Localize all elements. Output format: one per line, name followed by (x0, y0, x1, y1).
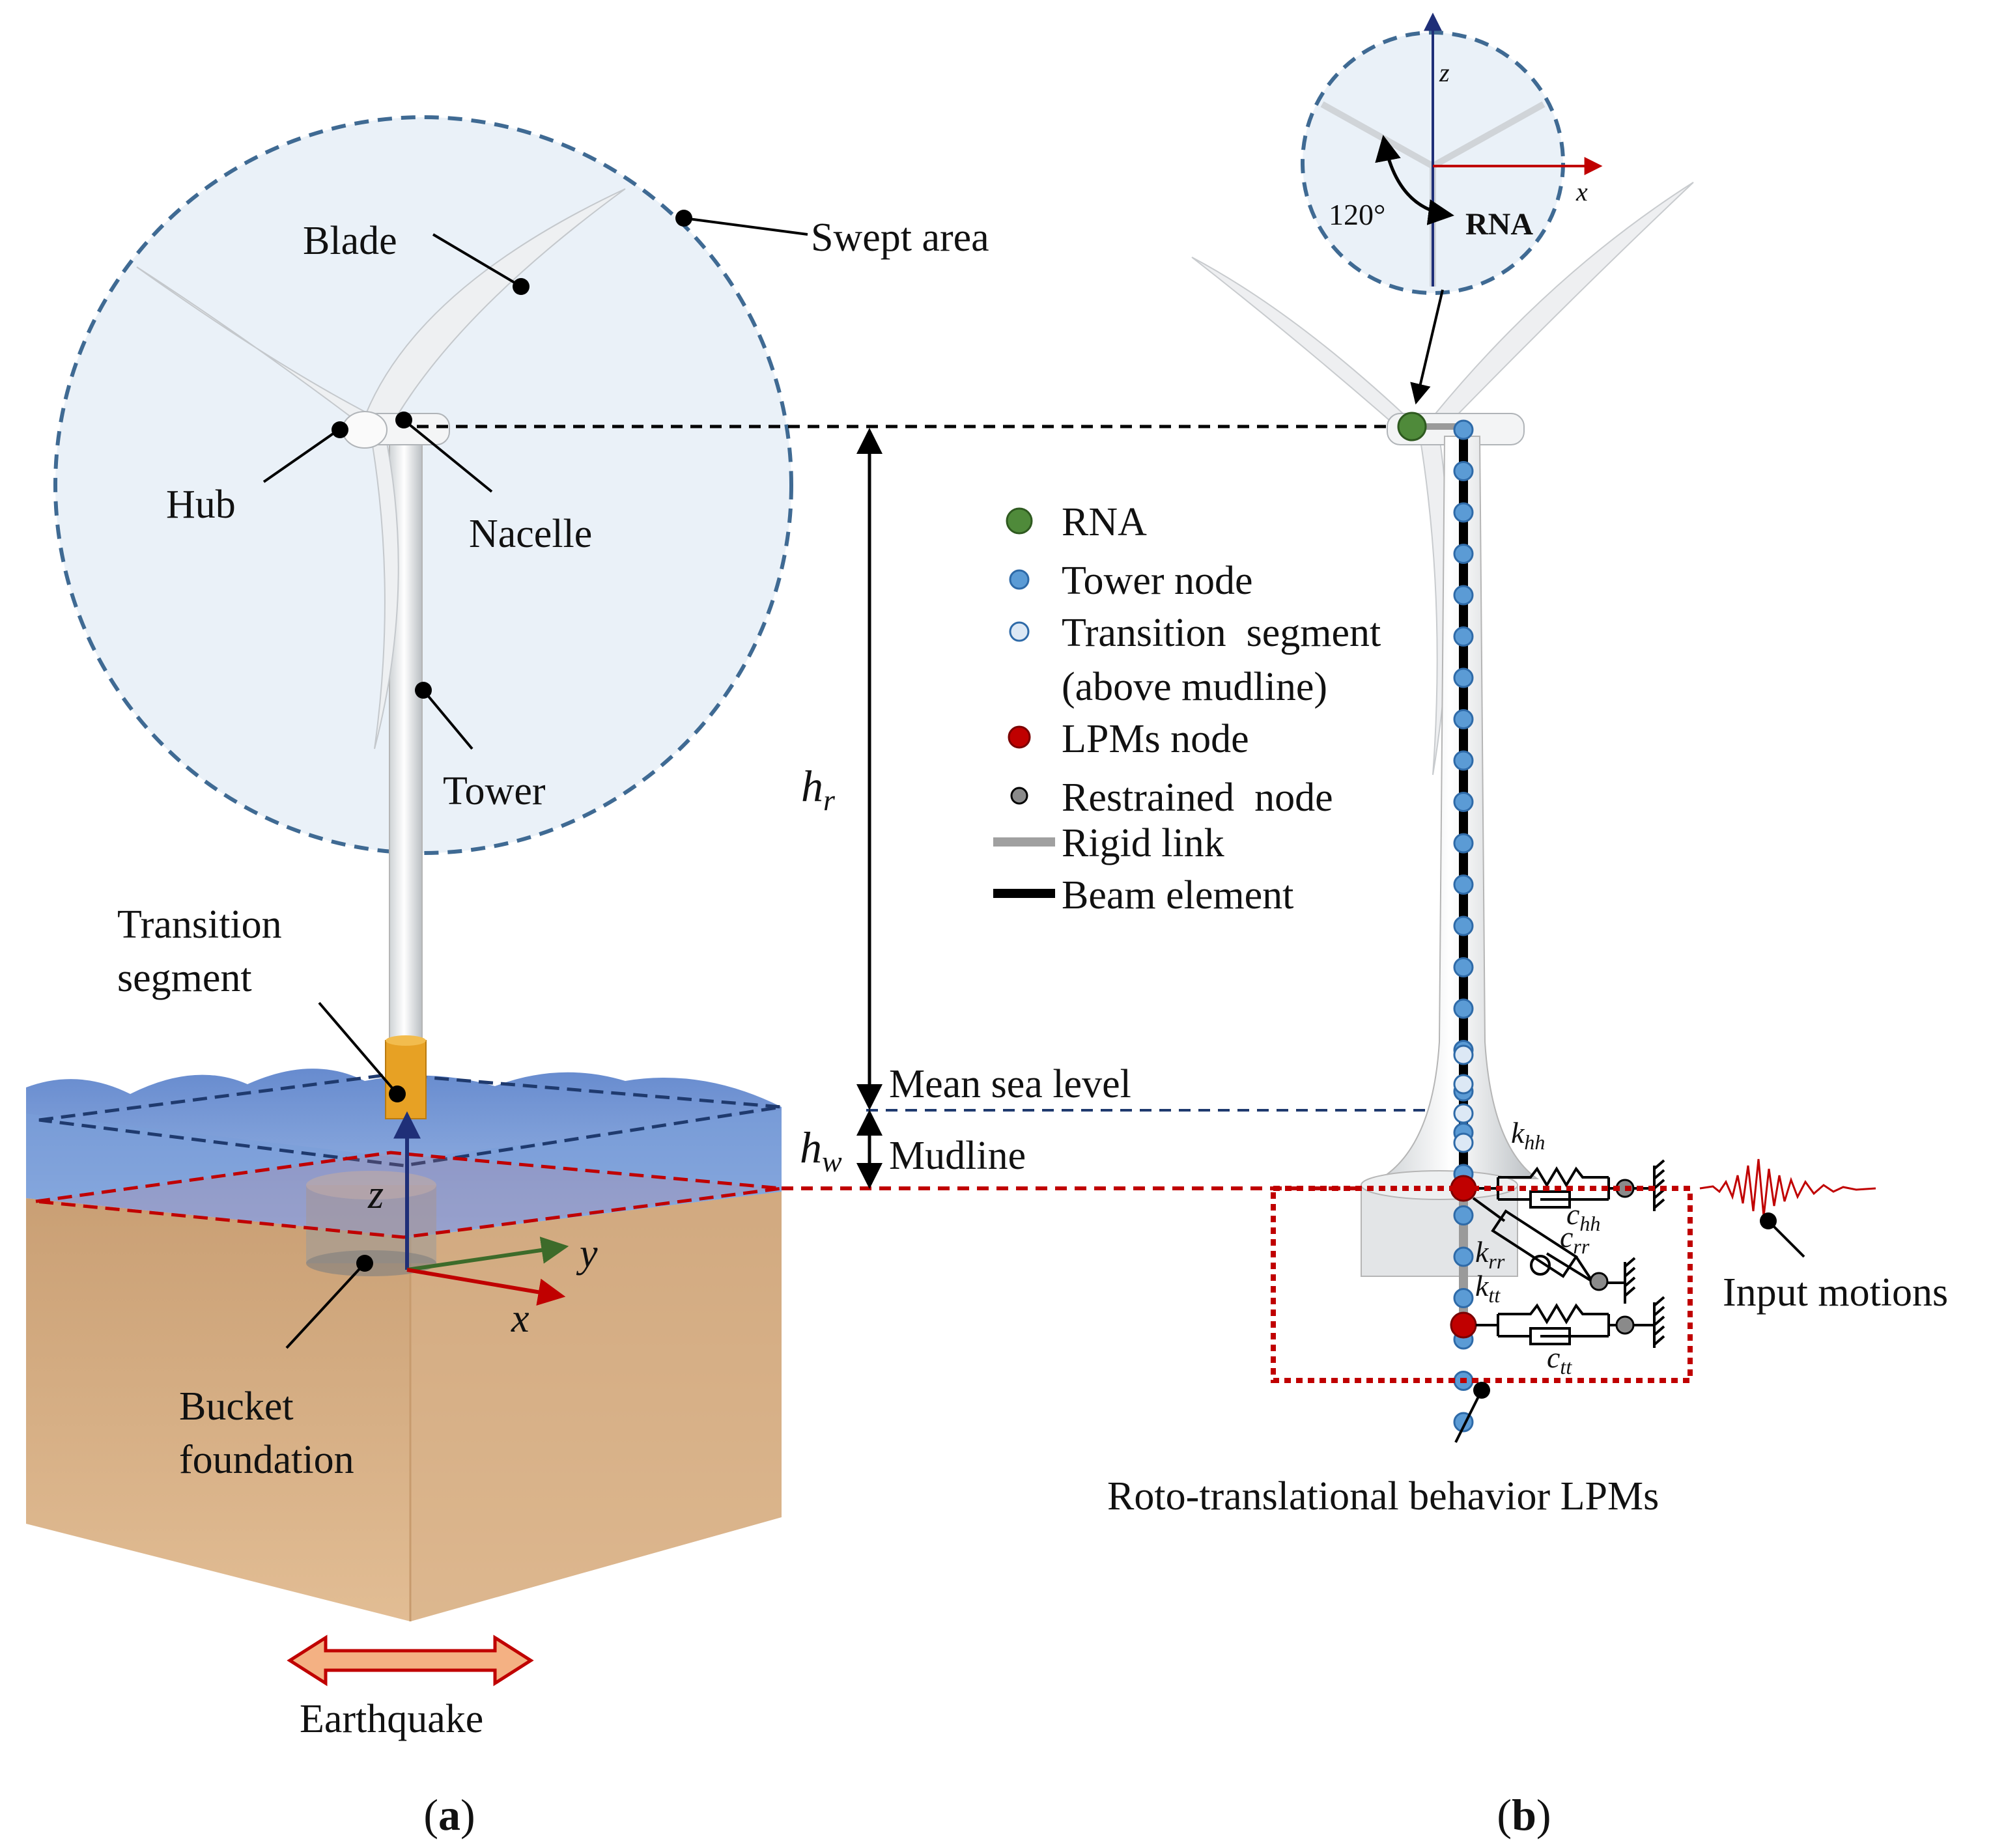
transition-node (1453, 1132, 1474, 1153)
tower-node (1453, 916, 1474, 936)
label-crr: crr (1560, 1220, 1590, 1258)
tower-node (1453, 833, 1474, 854)
label-khh: khh (1511, 1116, 1545, 1154)
rotor-blades (136, 188, 626, 749)
inset-x-label: x (1575, 177, 1588, 206)
label-transition-2: segment (117, 956, 252, 1000)
legend-tower-text: Tower node (1062, 559, 1253, 603)
legend-lpm-text: LPMs node (1062, 717, 1249, 761)
inset-z-label: z (1439, 58, 1450, 87)
legend-restrained-marker (1010, 787, 1028, 805)
tower-node (1453, 667, 1474, 688)
legend-rna-text: RNA (1062, 500, 1147, 544)
legend-rigid-text: Rigid link (1062, 821, 1224, 865)
tower-node (1453, 709, 1474, 729)
input-motions-signal (1699, 1158, 1876, 1217)
legend-lpm-marker (1008, 725, 1031, 749)
tower-node (1453, 875, 1474, 895)
label-input-motions: Input motions (1723, 1270, 1948, 1315)
inset-rna-label: RNA (1465, 207, 1533, 242)
panel-a: Swept area Blade Hub Nacelle Tower Trans… (26, 115, 989, 1840)
dimension-annotations: hr hw Mean sea level Mudline (417, 425, 1465, 1190)
tower-node (1453, 1205, 1474, 1225)
restrained-node-3 (1615, 1315, 1635, 1335)
axis-y-label: y (576, 1231, 598, 1276)
tower-node (1453, 544, 1474, 564)
transition-node (1453, 1044, 1474, 1065)
tower-node (1453, 750, 1474, 771)
tower-node (1453, 502, 1474, 523)
caption-b: (b) (1497, 1790, 1551, 1840)
inset-angle-label: 120° (1329, 198, 1385, 231)
sea-level-plane (38, 1072, 782, 1168)
restrained-node-2 (1589, 1272, 1609, 1291)
legend-transition-text-2: (above mudline) (1062, 665, 1327, 709)
label-nacelle: Nacelle (469, 512, 592, 556)
caption-a: (a) (423, 1790, 475, 1840)
label-bucket-2: foundation (179, 1438, 354, 1482)
panel-a-dots (332, 210, 692, 1272)
label-krr: krr (1475, 1235, 1505, 1273)
label-tower: Tower (443, 769, 546, 813)
rna-node (1397, 412, 1427, 441)
swept-area-circle (53, 115, 793, 855)
tower-node (1453, 585, 1474, 606)
hr-label: hr (801, 761, 836, 817)
label-mudline: Mudline (889, 1134, 1026, 1178)
lpm-springs (1472, 1159, 1665, 1348)
tower-node (1453, 1288, 1474, 1308)
coordinate-axes-a: z y x (367, 1111, 598, 1341)
transition-node (1453, 1103, 1474, 1124)
tower-node (1453, 419, 1474, 440)
earthquake-arrow (287, 1634, 534, 1687)
panel-b: z x 120° RNA (1107, 12, 1948, 1840)
tower-node (1453, 461, 1474, 481)
soil-block (26, 1192, 782, 1621)
label-ctt: ctt (1547, 1341, 1572, 1379)
label-ktt: ktt (1475, 1269, 1501, 1307)
transition-node (1453, 1074, 1474, 1095)
label-transition-1: Transition (117, 903, 282, 947)
panel-a-leaders (262, 217, 808, 1349)
tower-node (1453, 626, 1474, 647)
tower-node (1453, 1246, 1474, 1267)
legend-transition-text: Transition segment (1062, 611, 1381, 655)
label-swept-area: Swept area (811, 216, 989, 260)
axis-x-label: x (511, 1296, 530, 1341)
tower-node (1453, 998, 1474, 1019)
label-lpm-caption: Roto-translational behavior LPMs (1107, 1474, 1659, 1519)
tower-node (1453, 957, 1474, 977)
legend-restrained-text: Restrained node (1062, 776, 1333, 820)
label-chh: chh (1566, 1197, 1600, 1235)
legend-transition-marker (1009, 621, 1030, 642)
hub-shape (342, 411, 388, 449)
label-blade: Blade (303, 219, 397, 263)
legend-rna-marker (1006, 507, 1033, 535)
legend: RNA Tower node Transition segment (above… (993, 500, 1381, 917)
label-bucket-1: Bucket (179, 1384, 294, 1429)
label-mean-sea-level: Mean sea level (889, 1062, 1131, 1106)
legend-tower-marker (1009, 569, 1030, 590)
label-hub: Hub (166, 483, 236, 527)
label-earthquake: Earthquake (300, 1697, 483, 1741)
lpm-node-bottom (1450, 1311, 1477, 1339)
hw-label: hw (800, 1123, 842, 1178)
axis-z-label: z (367, 1173, 384, 1217)
legend-beam-text: Beam element (1062, 873, 1293, 917)
tower-node (1453, 792, 1474, 812)
transition-segment-shape (385, 1040, 427, 1119)
